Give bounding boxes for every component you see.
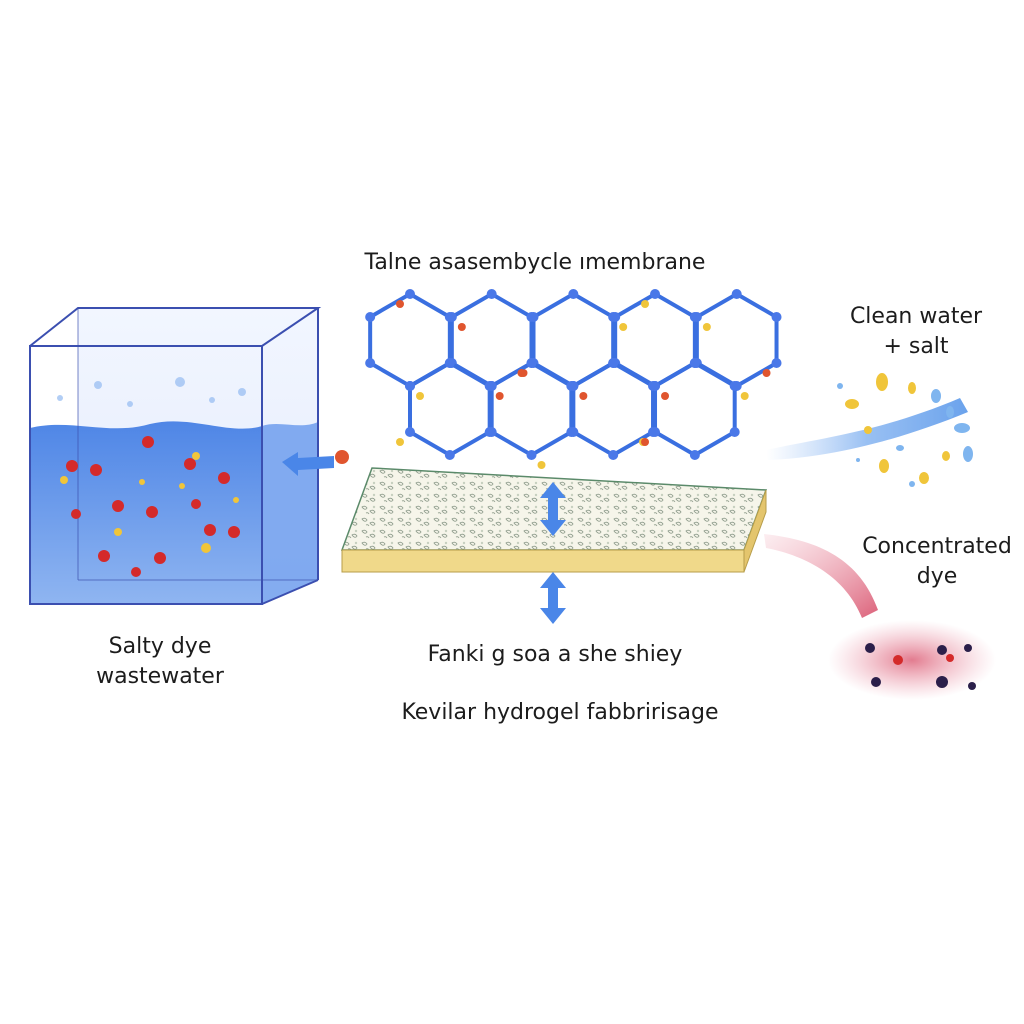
framework-node xyxy=(771,312,782,322)
wastewater-tank xyxy=(29,307,322,605)
framework-node xyxy=(486,427,497,437)
framework-node xyxy=(729,427,740,437)
clean-water-label-line1: Clean water xyxy=(849,304,983,329)
water-body xyxy=(30,421,262,604)
clean-water-label: Clean water + salt xyxy=(816,302,1016,362)
wastewater-label-line1: Salty dye xyxy=(108,634,212,659)
framework-substituent xyxy=(641,438,650,446)
bottom-caption: Kevilar hydrogel fabbririsage xyxy=(401,700,719,725)
framework-node xyxy=(568,381,579,391)
framework-node xyxy=(405,289,415,299)
framework-node xyxy=(405,381,415,391)
clean-water-output xyxy=(766,373,973,487)
concentrated-dye-label-line1: Concentrated xyxy=(862,534,1012,559)
framework-substituent xyxy=(619,323,628,331)
framework-node xyxy=(365,312,376,322)
framework-node xyxy=(446,312,457,322)
framework-node xyxy=(528,312,539,322)
framework-node xyxy=(365,358,376,368)
framework-node xyxy=(608,450,619,460)
framework-node xyxy=(650,381,661,391)
tank-frame xyxy=(29,307,322,605)
framework-substituent xyxy=(762,369,771,377)
framework-node xyxy=(689,358,700,368)
membrane-framework xyxy=(365,289,782,469)
framework-substituent xyxy=(517,369,526,377)
framework-substituent xyxy=(641,300,650,308)
framework-node xyxy=(444,450,455,460)
framework-node xyxy=(691,312,702,322)
bidirectional-arrow-icon xyxy=(540,482,566,624)
concentrated-dye-output xyxy=(764,534,996,700)
framework-node xyxy=(650,427,661,437)
framework-node xyxy=(405,427,415,437)
framework-substituent xyxy=(495,392,504,400)
framework-substituent xyxy=(537,461,546,469)
framework-substituent xyxy=(702,323,711,331)
framework-ring xyxy=(489,360,574,458)
framework-node xyxy=(486,289,497,299)
framework-ring xyxy=(653,360,737,458)
framework-node xyxy=(526,450,537,460)
dye-particles xyxy=(66,436,240,577)
salt-particles xyxy=(60,452,239,553)
layer-caption: Fanki g soa a she shiey xyxy=(427,642,683,667)
clean-water-label-line2: + salt xyxy=(883,334,949,359)
framework-node xyxy=(771,358,782,368)
framework-node xyxy=(568,427,579,437)
framework-substituent xyxy=(661,392,670,400)
framework-node xyxy=(486,381,497,391)
framework-node xyxy=(568,289,579,299)
framework-node xyxy=(526,358,537,368)
membrane-title: Talne asasembycle ımembrane xyxy=(364,250,706,275)
framework-ring xyxy=(408,360,492,458)
framework-substituent xyxy=(457,323,466,331)
framework-node xyxy=(650,289,661,299)
wastewater-label: Salty dye wastewater xyxy=(70,632,250,692)
framework-substituent xyxy=(396,300,404,308)
framework-node xyxy=(444,358,455,368)
concentrated-dye-label: Concentrated dye xyxy=(842,532,1024,592)
framework-substituent xyxy=(396,438,404,446)
framework-substituent xyxy=(416,392,424,400)
flow-arrow-icon xyxy=(282,450,349,476)
framework-node xyxy=(689,450,700,460)
framework-node xyxy=(729,381,740,391)
concentrated-dye-label-line2: dye xyxy=(916,564,958,589)
framework-node xyxy=(608,358,619,368)
framework-substituent xyxy=(740,392,749,400)
framework-substituent xyxy=(579,392,588,400)
wastewater-label-line2: wastewater xyxy=(96,664,224,689)
framework-node xyxy=(610,312,621,322)
framework-node xyxy=(731,289,742,299)
